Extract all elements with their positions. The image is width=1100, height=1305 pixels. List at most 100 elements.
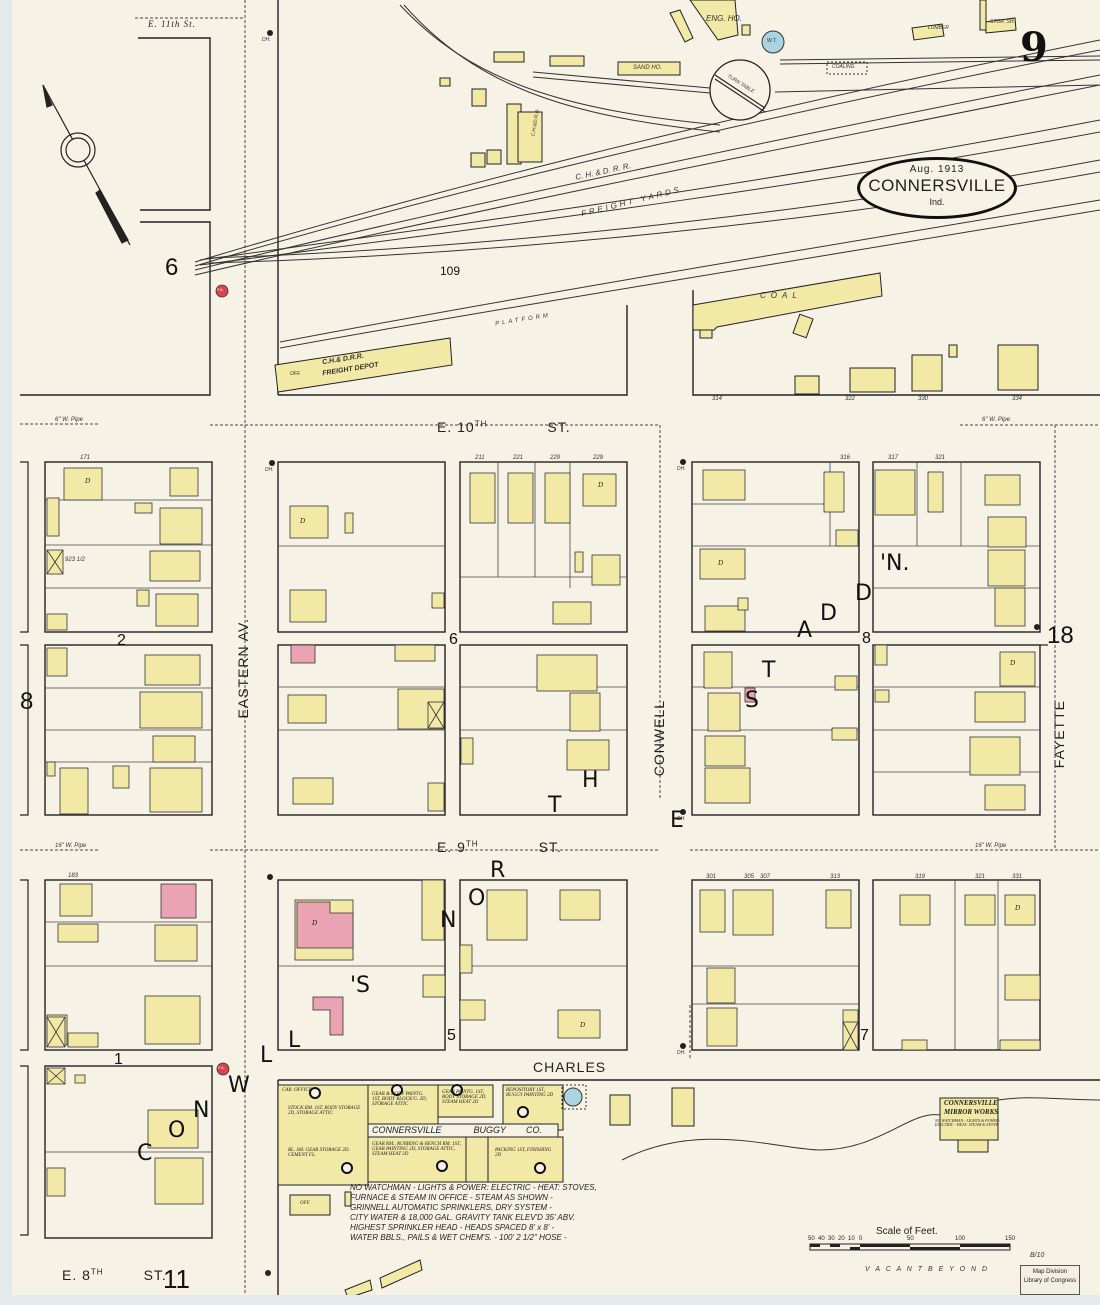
title-cartouche: Aug. 1913 CONNERSVILLE Ind. bbox=[857, 157, 1017, 219]
scale-tick: 100 bbox=[955, 1236, 966, 1242]
dwelling-marker: D bbox=[85, 477, 91, 485]
block-number-7: 7 bbox=[860, 1027, 869, 1044]
scan-margin bbox=[0, 0, 12, 1305]
dwelling-marker: D bbox=[718, 559, 724, 567]
addn-letter: L bbox=[260, 1043, 273, 1068]
scale-tick: 150 bbox=[1005, 1236, 1016, 1242]
scan-margin-bottom bbox=[0, 1295, 1100, 1305]
map-state: Ind. bbox=[929, 197, 945, 207]
addn-letter: T bbox=[548, 793, 562, 818]
water-pipe-label: 6" W. Pipe bbox=[55, 417, 83, 423]
address-number: 229 bbox=[550, 455, 561, 461]
address-number: 317 bbox=[888, 455, 899, 461]
mirror-works-detail: NO WATCHMAN - LIGHTS & POWER: ELECTRIC -… bbox=[935, 1118, 1001, 1127]
dwelling-marker: D bbox=[598, 481, 604, 489]
buggy-off-label: OFF. bbox=[300, 1201, 311, 1206]
address-number: 211 bbox=[475, 455, 485, 461]
addn-letter: T bbox=[762, 658, 776, 683]
water-tank-label: W.T. bbox=[767, 38, 777, 44]
coal-label: COAL bbox=[760, 291, 802, 300]
buggy-repository-label: REPOSITORY 1ST, BUGGY PAINTING 2D bbox=[506, 1088, 554, 1098]
addn-letter: O bbox=[168, 1118, 186, 1143]
stamp-code: B/10 bbox=[1030, 1252, 1045, 1259]
address-number: 313 bbox=[830, 874, 841, 880]
addn-letter: E bbox=[670, 808, 684, 833]
address-number: 322 bbox=[845, 396, 856, 402]
address-number: 321 bbox=[975, 874, 986, 880]
addn-letter: O bbox=[468, 886, 486, 911]
mirror-works-name-a: CONNERSVILLE bbox=[944, 1099, 998, 1107]
block-number-2: 2 bbox=[117, 632, 126, 649]
scale-title: Scale of Feet. bbox=[876, 1226, 938, 1237]
block-number-1: 1 bbox=[114, 1051, 123, 1068]
address-number: 301 bbox=[706, 874, 717, 880]
street-conwell: CONWELL bbox=[651, 700, 667, 777]
block-number-5: 5 bbox=[447, 1027, 456, 1044]
scale-tick: 10 bbox=[848, 1236, 855, 1242]
addn-letter: A bbox=[797, 618, 813, 643]
addn-letter: N bbox=[440, 908, 457, 933]
buggy-gear-painting-label: GEAR PAINTG. 1ST, BODY STORAGE 2D, STEAM… bbox=[442, 1090, 487, 1105]
buggy-packing-label: PACKING 1ST, FINISHING 2D bbox=[495, 1148, 552, 1158]
addn-letter: H bbox=[582, 768, 599, 793]
dwelling-marker: D bbox=[1015, 904, 1021, 912]
fire-alarm-label: F.A. bbox=[217, 287, 224, 292]
address-number: 321 bbox=[935, 455, 946, 461]
water-pipe-label: 16" W. Pipe bbox=[975, 843, 1007, 849]
scale-tick: 50 bbox=[907, 1236, 914, 1242]
addn-letter: C bbox=[137, 1141, 153, 1166]
buggy-blacksmith-label: BL. SM. GEAR STORAGE 2D. CEMENT FL. bbox=[288, 1148, 350, 1158]
water-pipe-label: 16" W. Pipe bbox=[55, 843, 87, 849]
scale-tick: 40 bbox=[818, 1236, 825, 1242]
adjacent-sheet-6: 6 bbox=[165, 254, 179, 281]
address-number: 307 bbox=[760, 874, 771, 880]
scale-tick: 30 bbox=[828, 1236, 835, 1242]
address-number: 171 bbox=[80, 455, 91, 461]
address-number: 334 bbox=[1012, 396, 1023, 402]
map-city: CONNERSVILLE bbox=[868, 176, 1006, 195]
block-number-6: 6 bbox=[449, 631, 458, 648]
street-eastern-av: EASTERN AV. bbox=[235, 618, 251, 719]
address-number: 330 bbox=[918, 396, 929, 402]
coaling-label: COALING bbox=[832, 64, 855, 70]
address-number: 316 bbox=[840, 455, 851, 461]
addn-letter: L bbox=[288, 1028, 301, 1053]
mirror-works-name-b: MIRROR WORKS bbox=[944, 1108, 999, 1116]
fire-alarm-label: F.A. bbox=[218, 1065, 225, 1070]
addn-letter: N bbox=[193, 1098, 210, 1123]
scale-tick: 20 bbox=[838, 1236, 845, 1242]
street-e-11th: E. 11th St. bbox=[148, 19, 196, 29]
address-number: 314 bbox=[712, 396, 723, 402]
adjacent-sheet-11: 11 bbox=[163, 1264, 190, 1294]
addn-letter: S bbox=[745, 688, 759, 713]
adjacent-sheet-8: 8 bbox=[20, 688, 34, 715]
dwelling-marker: D bbox=[300, 517, 306, 525]
hydrant-label: DH. bbox=[677, 1050, 686, 1056]
buggy-gear-room-label: GEAR RM., RUBBING & BENCH RM. 1ST, GEAR … bbox=[372, 1142, 461, 1157]
depot-office-label: OFF. bbox=[290, 371, 301, 377]
adjacent-sheet-18: 18 bbox=[1047, 622, 1074, 649]
scale-tick: 50 bbox=[808, 1236, 815, 1242]
addn-letter: W bbox=[228, 1073, 250, 1098]
buggy-stock-room-label: STOCK RM. 1ST, BODY STORAGE 2D, STORAGE … bbox=[288, 1106, 361, 1116]
buggy-co-fire-protection-note: NO WATCHMAN - LIGHTS & POWER: ELECTRIC -… bbox=[350, 1183, 597, 1242]
hydrant-label: DH. bbox=[677, 816, 686, 822]
sheet-number: 9 bbox=[1020, 24, 1048, 71]
hydrant-label: DH. bbox=[265, 467, 274, 473]
address-number: 183 bbox=[68, 873, 79, 879]
engine-house-label: ENG. HO. bbox=[706, 14, 743, 23]
address-number: 305 bbox=[744, 874, 755, 880]
lumber-label: LUMBER bbox=[928, 25, 949, 31]
library-stamp: Map Division Library of Congress bbox=[1020, 1265, 1080, 1295]
block-number-109: 109 bbox=[440, 264, 461, 278]
vacant-beyond-label: V A C A N T B E Y O N D bbox=[865, 1266, 990, 1273]
address-number: 331 bbox=[1012, 874, 1023, 880]
addn-letter: R bbox=[490, 858, 506, 883]
addn-letter: 'N. bbox=[880, 551, 910, 576]
storage-label: STOR. SH. bbox=[990, 19, 1015, 25]
